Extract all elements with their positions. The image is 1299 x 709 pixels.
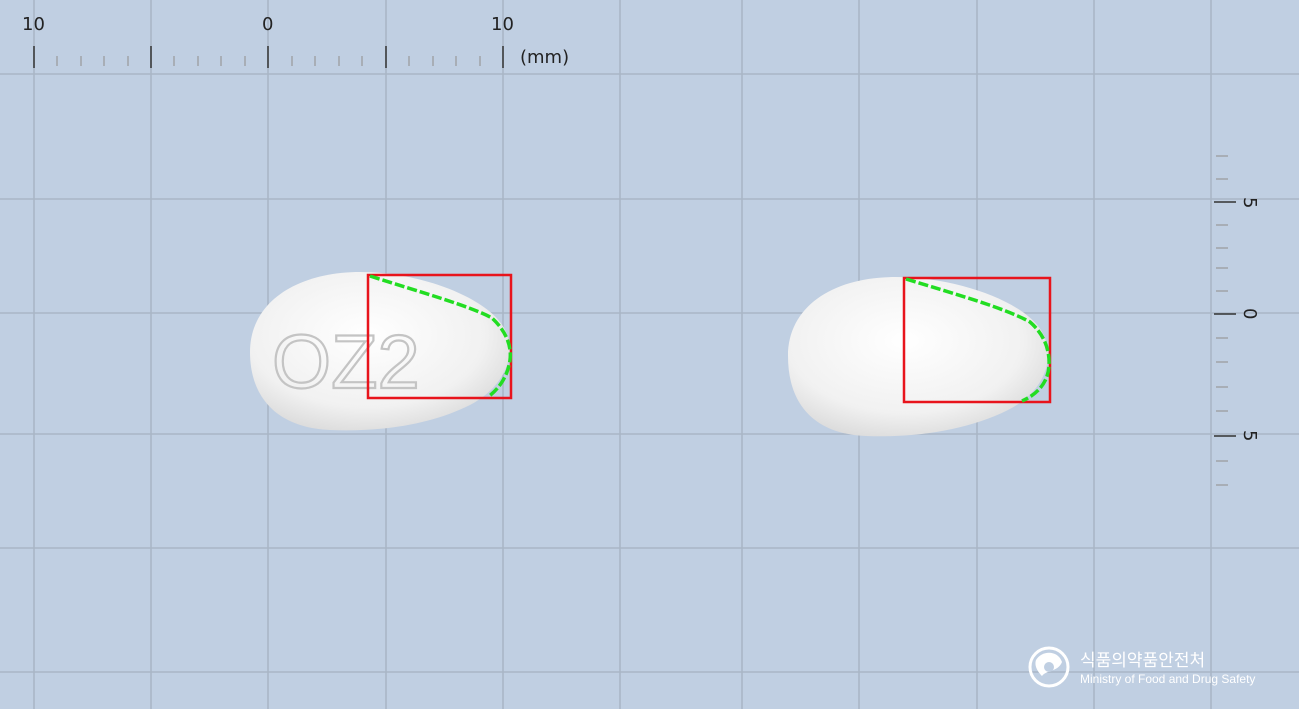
right-ruler-major-ticks <box>1214 201 1236 437</box>
overlay-back <box>902 276 1052 404</box>
ruler-unit: (mm) <box>520 47 569 68</box>
ruler-label-left-10: 10 <box>22 14 45 35</box>
front-detection-box <box>366 273 513 400</box>
mfds-emblem-icon <box>1028 646 1070 688</box>
right-ruler-label-bottom-5: 5 <box>1239 430 1260 441</box>
ruler-minor-ticks <box>56 56 481 66</box>
overlay-front <box>366 273 513 400</box>
tablet-front-body <box>250 272 510 431</box>
logo-english-text: Ministry of Food and Drug Safety <box>1080 672 1255 686</box>
tablet-front-imprint: OZ2 <box>272 320 420 405</box>
back-detection-box <box>902 276 1052 404</box>
front-edge-trace <box>369 274 513 399</box>
ruler-label-right-10: 10 <box>491 14 514 35</box>
ruler-label-zero: 0 <box>262 14 273 35</box>
tablet-back-body <box>788 277 1048 437</box>
logo-korean-text: 식품의약품안전처 <box>1080 651 1205 671</box>
mfds-logo: 식품의약품안전처 Ministry of Food and Drug Safet… <box>1028 646 1255 688</box>
back-edge-trace <box>905 277 1051 403</box>
tablet-back <box>788 277 1048 437</box>
right-ruler: 5 0 5 <box>1214 155 1260 486</box>
right-ruler-minor-ticks <box>1216 155 1228 486</box>
ruler-ticks <box>33 46 504 68</box>
right-ruler-label-top-5: 5 <box>1239 197 1260 208</box>
right-ruler-label-zero: 0 <box>1239 308 1260 319</box>
top-ruler: 10 0 10 (mm) <box>22 14 569 68</box>
tablet-front: OZ2 <box>250 272 510 431</box>
